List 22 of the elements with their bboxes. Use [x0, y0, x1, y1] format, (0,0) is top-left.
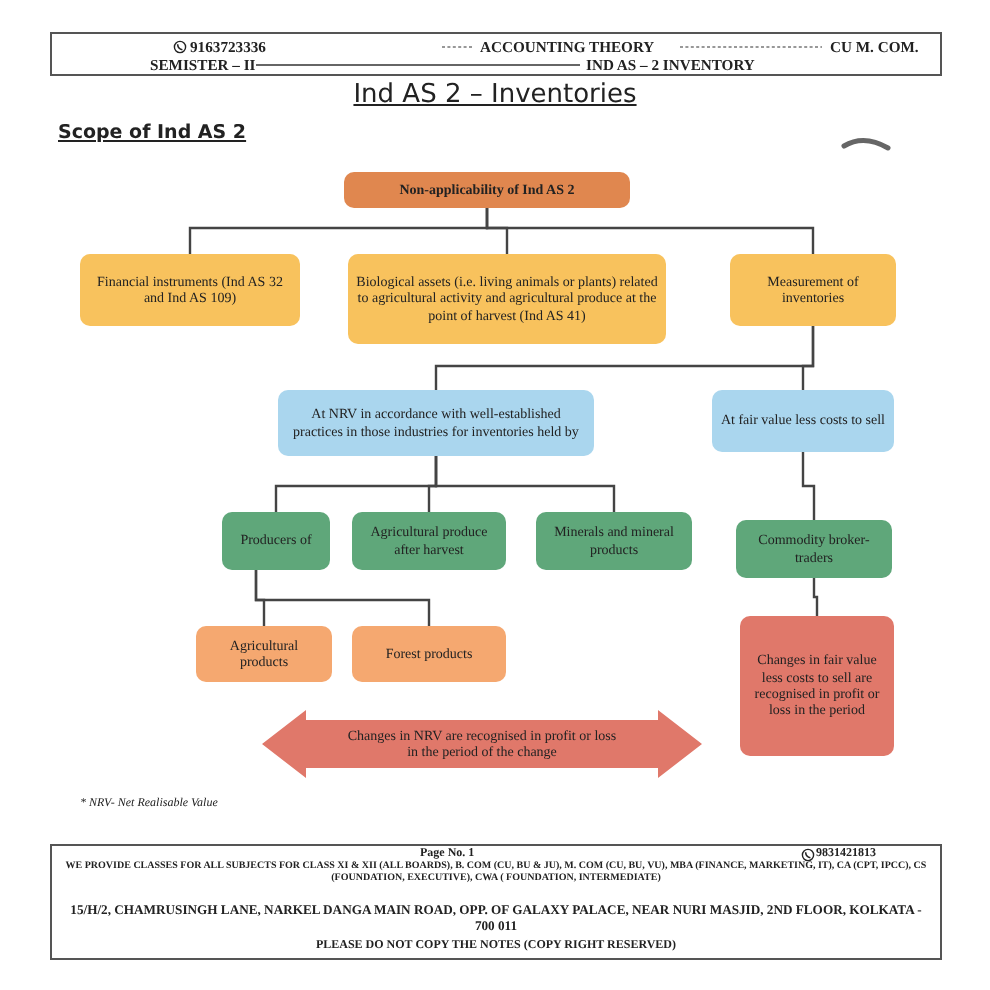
category-box	[736, 520, 892, 578]
category-box	[348, 254, 666, 344]
connector-line	[801, 452, 816, 520]
result-box	[740, 616, 894, 756]
product-box	[352, 626, 506, 682]
diagram-title: Ind AS 2 – Inventories	[351, 80, 639, 110]
connector-line	[254, 570, 431, 626]
product-box	[196, 626, 332, 682]
section-heading: Scope of Ind AS 2	[58, 122, 247, 144]
category-box	[80, 254, 300, 326]
double-arrow-shape	[262, 710, 702, 778]
connector-line	[801, 326, 815, 390]
connector-line	[812, 578, 819, 616]
measurement-box	[712, 390, 894, 452]
connector-line	[434, 456, 616, 512]
category-box	[536, 512, 692, 570]
connector-line	[485, 208, 815, 254]
category-box	[222, 512, 330, 570]
category-box	[730, 254, 896, 326]
measurement-box	[278, 390, 594, 456]
category-box	[352, 512, 506, 570]
header-box	[344, 172, 630, 208]
